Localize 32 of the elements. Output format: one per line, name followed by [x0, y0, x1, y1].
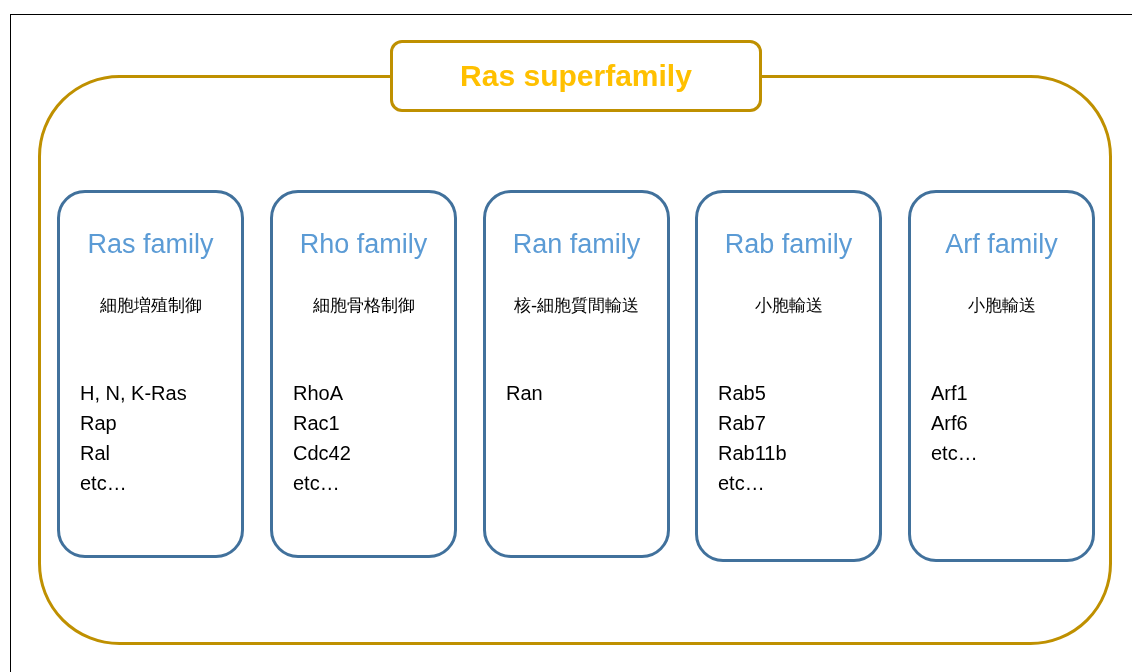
member-name: etc… — [293, 471, 340, 495]
family-name: Rab family — [723, 229, 854, 260]
function-label: 小胞輸送 — [753, 294, 824, 317]
function-label: 小胞輸送 — [966, 294, 1037, 317]
member-name: H, N, K-Ras — [80, 381, 187, 405]
family-box — [695, 190, 882, 562]
member-name: Arf1 — [931, 381, 968, 405]
member-name: Rac1 — [293, 411, 340, 435]
member-name: RhoA — [293, 381, 344, 405]
function-label: 核-細胞質間輸送 — [512, 294, 641, 317]
member-name: Cdc42 — [293, 441, 351, 465]
member-name: Ran — [506, 381, 543, 405]
family-box — [57, 190, 244, 558]
family-name: Ras family — [86, 229, 215, 260]
title-tab: Ras superfamily — [390, 40, 762, 112]
family-box — [483, 190, 670, 558]
member-name: Arf6 — [931, 411, 968, 435]
member-name: etc… — [718, 471, 765, 495]
member-name: etc… — [80, 471, 127, 495]
family-box — [908, 190, 1095, 562]
function-label: 細胞増殖制御 — [98, 294, 203, 317]
family-name: Ran family — [511, 229, 642, 260]
member-name: Rab5 — [718, 381, 766, 405]
member-name: Rab11b — [718, 441, 787, 465]
family-box — [270, 190, 457, 558]
family-name: Arf family — [944, 229, 1059, 260]
member-name: Rab7 — [718, 411, 766, 435]
member-name: etc… — [931, 441, 978, 465]
member-name: Ral — [80, 441, 110, 465]
family-name: Rho family — [298, 229, 429, 260]
function-label: 細胞骨格制御 — [311, 294, 416, 317]
member-name: Rap — [80, 411, 117, 435]
